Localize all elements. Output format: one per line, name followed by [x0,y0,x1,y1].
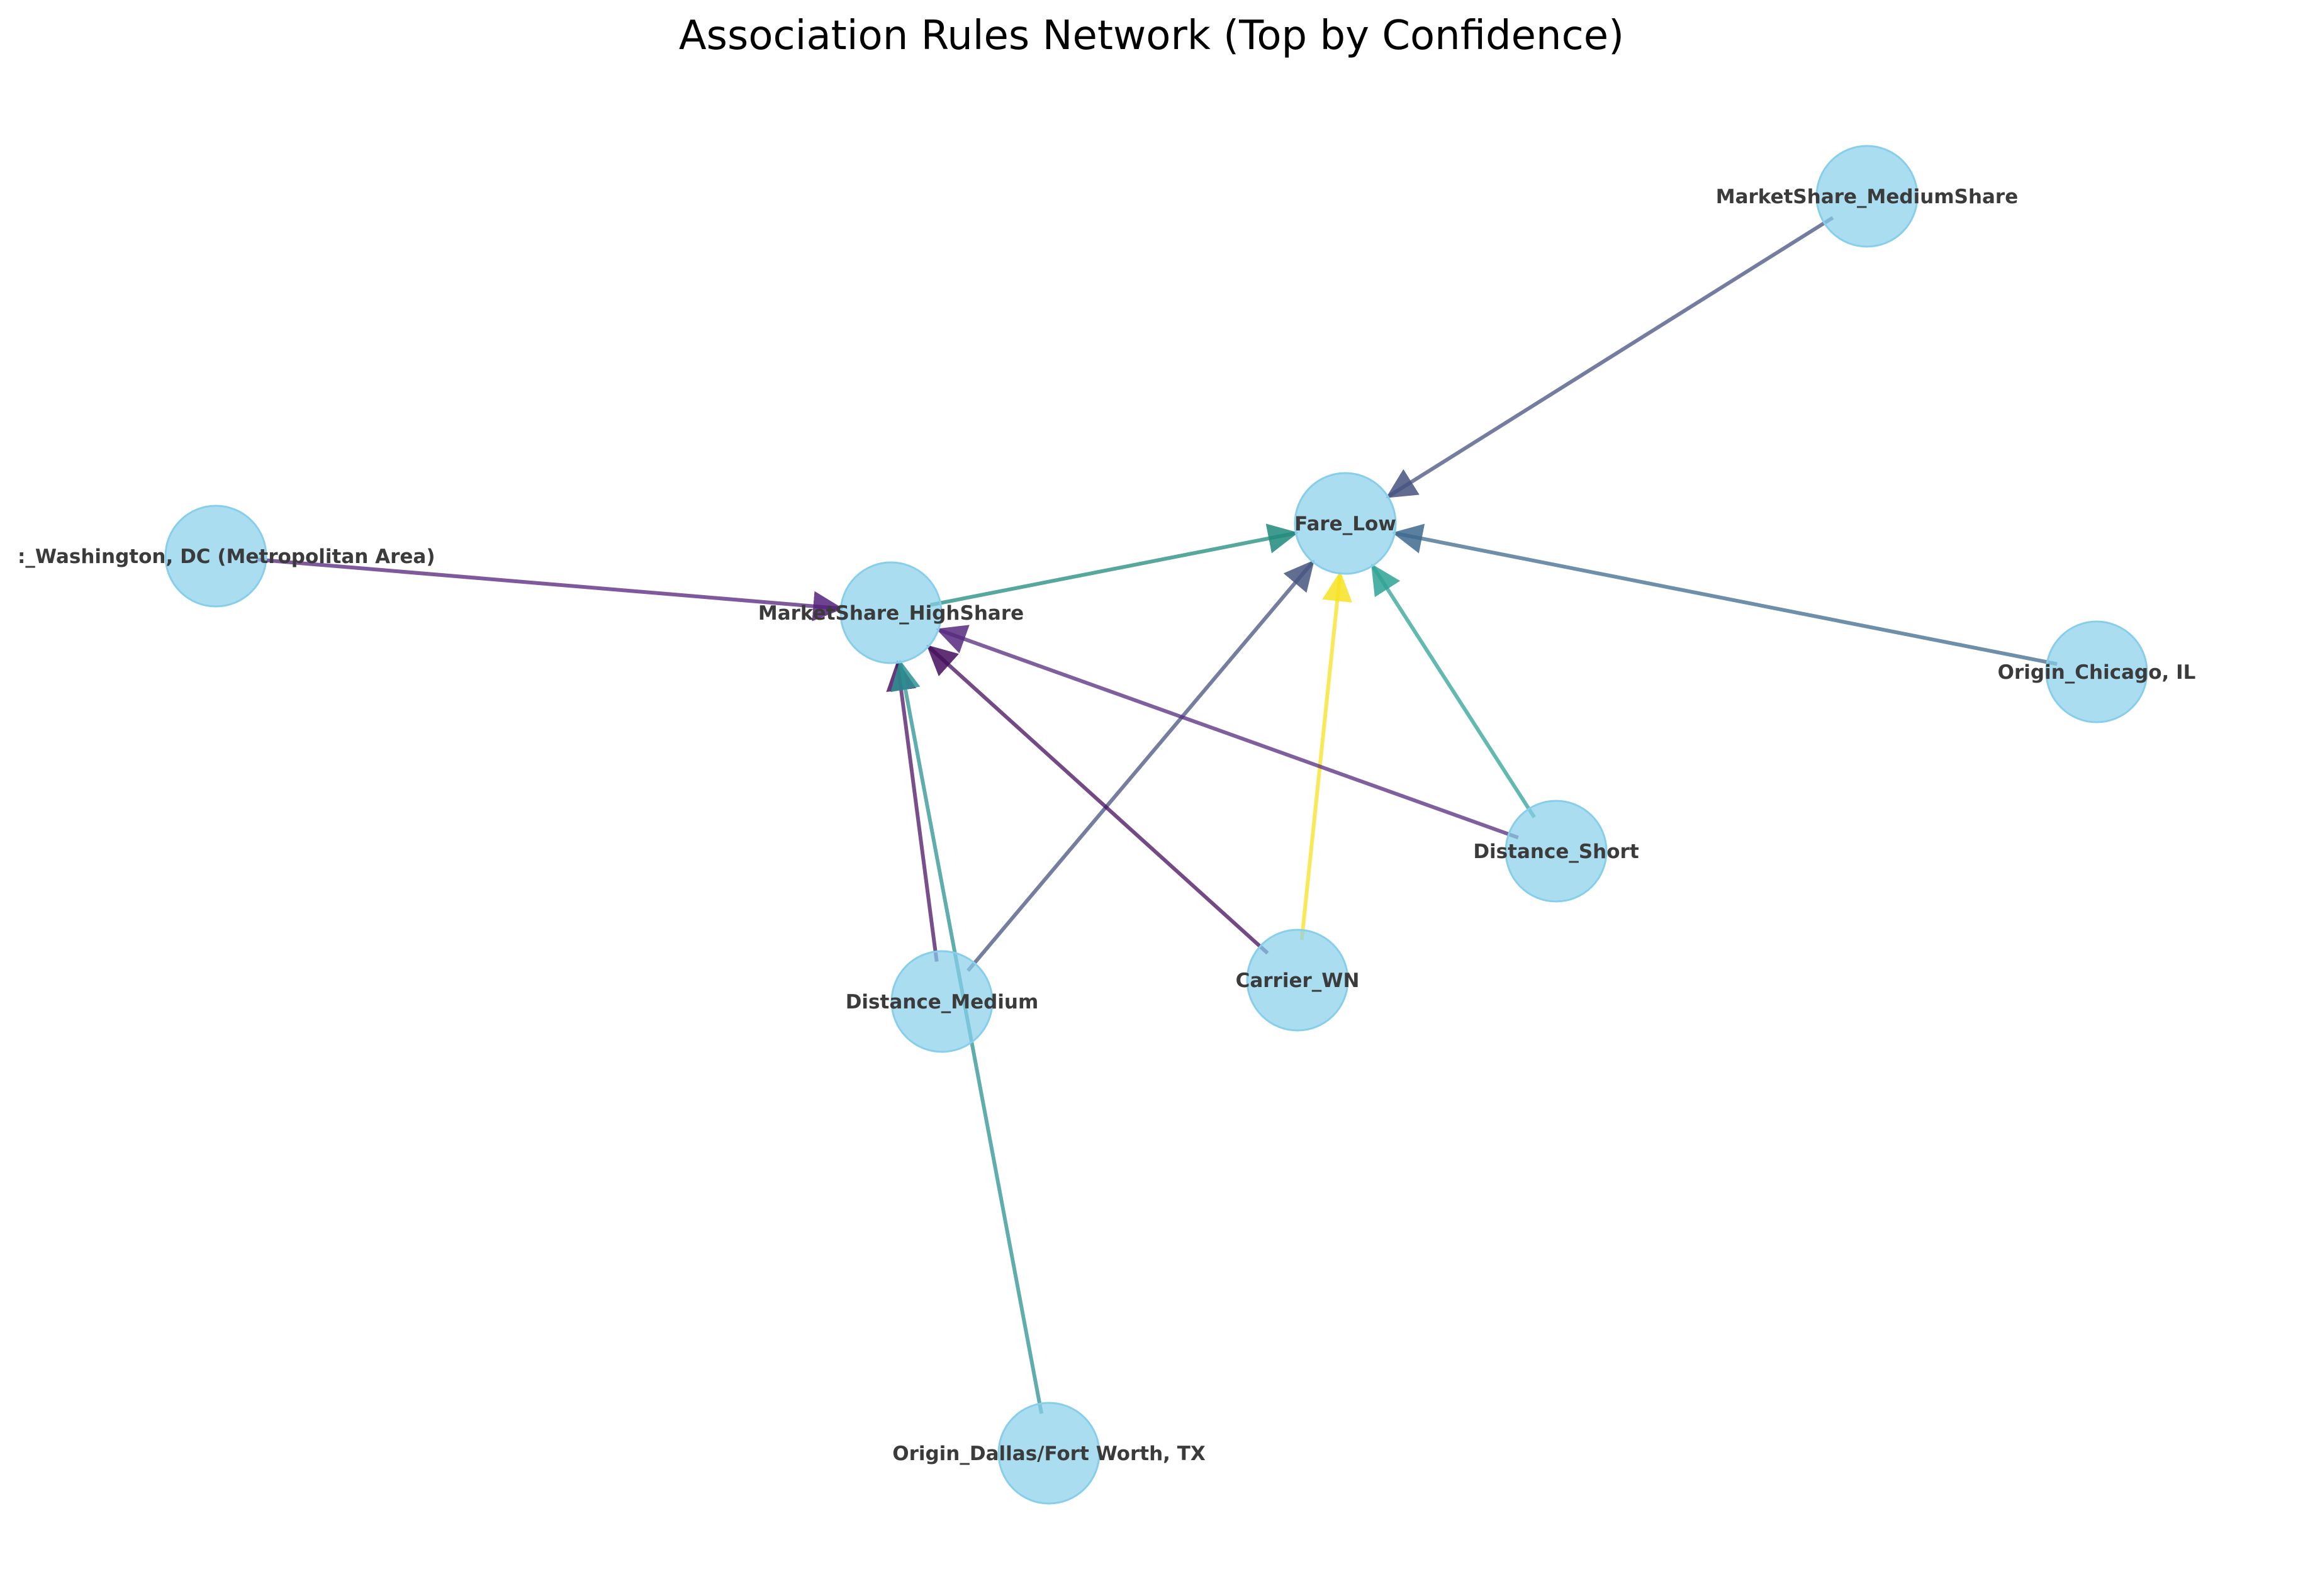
edge-dist-short-to-ms-high [936,625,1519,840]
edges-layer [255,216,2058,1414]
node-label-dallas: Origin_Dallas/Fort Worth, TX [892,1443,1206,1465]
node-label-dist-medium: Distance_Medium [846,991,1039,1013]
node-label-carrier-wn: Carrier_WN [1236,969,1360,992]
node-ms-high[interactable] [839,561,943,664]
edge-ms-high-to-fare-low [930,523,1299,607]
edge-washington-to-ms-high [255,557,844,622]
edge-dist-short-to-fare-low [1371,563,1536,818]
node-label-washington: :_Washington, DC (Metropolitan Area) [18,545,435,568]
node-label-fare-low: Fare_Low [1294,513,1396,535]
edge-carrier-wn-to-ms-high [926,644,1269,955]
node-fare-low[interactable] [1294,472,1397,575]
node-label-ms-high: MarketShare_HighShare [758,602,1024,625]
node-dist-short[interactable] [1505,800,1608,903]
edge-dist-medium-to-ms-high [886,660,939,962]
node-label-ms-medium: MarketShare_MediumShare [1716,186,2019,208]
node-label-chicago: Origin_Chicago, IL [1998,661,2196,684]
edge-ms-medium-to-fare-low [1386,216,1834,498]
node-carrier-wn[interactable] [1246,929,1349,1032]
edge-chicago-to-fare-low [1392,523,2058,666]
edge-dist-medium-to-fare-low [967,560,1314,973]
nodes-layer [164,145,2148,1505]
diagram-title: Association Rules Network (Top by Confid… [679,13,1624,59]
node-ms-medium[interactable] [1815,145,1919,248]
edge-carrier-wn-to-fare-low [1299,571,1352,940]
node-chicago[interactable] [2045,620,2148,723]
node-dallas[interactable] [997,1402,1101,1505]
node-washington[interactable] [164,505,267,608]
node-label-dist-short: Distance_Short [1473,840,1639,863]
node-dist-medium[interactable] [890,950,994,1053]
